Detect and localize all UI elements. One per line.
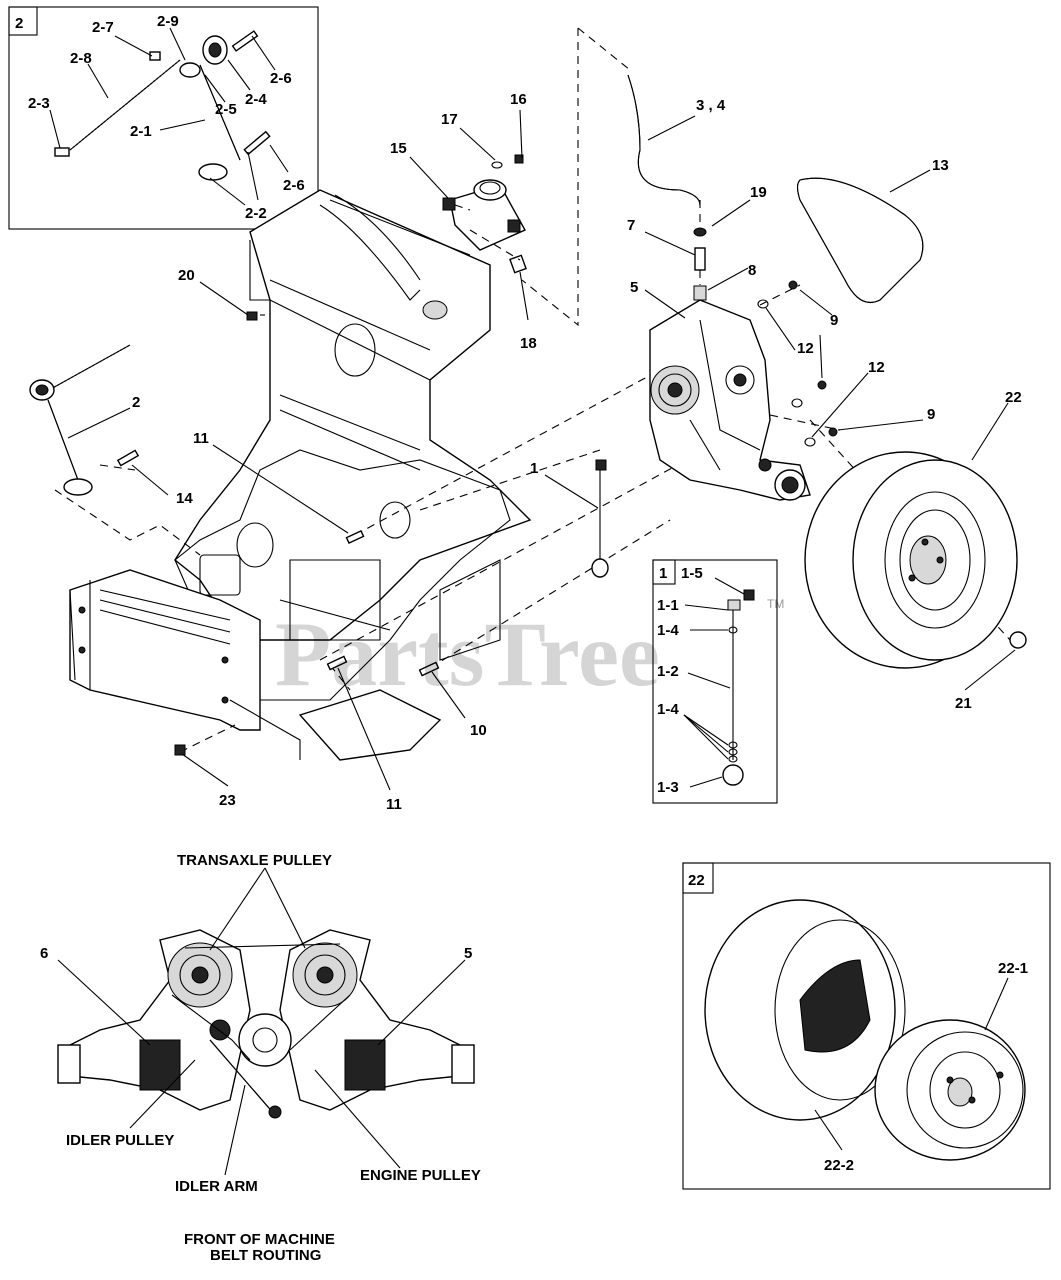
callout-1-4-upper: 1-4: [657, 622, 679, 639]
callout-1: 1: [530, 460, 538, 477]
hose-3-4: [627, 74, 701, 206]
label-engine-pulley: ENGINE PULLEY: [360, 1167, 481, 1184]
belt-13: [796, 177, 924, 304]
callout-2-2: 2-2: [245, 205, 267, 222]
callout-15: 15: [390, 140, 407, 157]
callout-6: 6: [40, 945, 48, 962]
callout-22: 22: [1005, 389, 1022, 406]
fuel-tank-15: [442, 179, 526, 251]
bolts-2-6: [54, 30, 271, 157]
label-idler-pulley: IDLER PULLEY: [66, 1132, 174, 1149]
callout-10: 10: [470, 722, 487, 739]
watermark-tm: TM: [767, 597, 784, 611]
callout-11-upper: 11: [193, 430, 209, 447]
callout-7: 7: [627, 217, 635, 234]
fitting-16-17: [491, 154, 524, 169]
tire-22-2: [704, 899, 906, 1121]
detail-box-22-tag: 22: [688, 872, 705, 889]
nuts-washers-9-12: [757, 280, 838, 447]
callout-22-2: 22-2: [824, 1157, 854, 1174]
callout-23: 23: [219, 792, 236, 809]
callout-1-1: 1-1: [657, 597, 679, 614]
caption-belt-routing: BELT ROUTING: [210, 1247, 321, 1264]
detail-box-1-tag: 1: [659, 565, 667, 582]
detail-box-1: 1 1-5 1-1 1-4 1-2 1-4 1-3: [652, 559, 778, 804]
arm-2-1: [179, 62, 241, 181]
callout-18: 18: [520, 335, 537, 352]
fittings-7-8-19: [693, 227, 707, 301]
callout-17: 17: [441, 111, 458, 128]
detail-box-22: 22 22-1 22-2: [682, 862, 1051, 1190]
detail-box-2: 2: [8, 6, 319, 230]
callout-2-7: 2-7: [92, 19, 114, 36]
lug-nut-21: [1009, 631, 1027, 649]
spring-assembly-2: [29, 344, 140, 496]
spring-2-8: [69, 59, 181, 151]
callout-22-1: 22-1: [998, 960, 1028, 977]
belt-routing-illustration: TRANSAXLE PULLEY 6 5 IDLER PULLEY IDLER …: [40, 852, 481, 1264]
rim-22-1: [874, 1019, 1026, 1161]
callout-20: 20: [178, 267, 195, 284]
dashed-leaders: [54, 27, 1011, 753]
transaxle-5: [649, 299, 811, 501]
fitting-18: [509, 254, 527, 274]
callout-2-5: 2-5: [215, 101, 237, 118]
idler-pulley-2-4: [202, 35, 228, 65]
callout-12-upper: 12: [797, 340, 814, 357]
callout-5: 5: [630, 279, 638, 296]
callout-14: 14: [176, 490, 193, 507]
callout-12-lower: 12: [868, 359, 885, 376]
callout-2-3: 2-3: [28, 95, 50, 112]
callout-1-5: 1-5: [681, 565, 703, 582]
detail-box-2-tag: 2: [15, 15, 23, 32]
label-transaxle-pulley: TRANSAXLE PULLEY: [177, 852, 332, 869]
callout-1-4-lower: 1-4: [657, 701, 679, 718]
tire-22: [804, 451, 1018, 669]
callout-2-6-upper: 2-6: [270, 70, 292, 87]
callout-21: 21: [955, 695, 972, 712]
callout-3-4: 3 , 4: [696, 97, 726, 114]
callout-1-2: 1-2: [657, 663, 679, 680]
callout-5-routing: 5: [464, 945, 472, 962]
callout-2-1: 2-1: [130, 123, 152, 140]
callout-2-9: 2-9: [157, 13, 179, 30]
callout-9-upper: 9: [830, 312, 838, 329]
callout-8: 8: [748, 262, 756, 279]
bolts-misc: [174, 311, 440, 756]
label-idler-arm: IDLER ARM: [175, 1178, 258, 1195]
callout-1-3: 1-3: [657, 779, 679, 796]
main-frame: [69, 189, 532, 761]
control-rod-1: [591, 459, 609, 578]
main-callouts: 16 17 15 3 , 4 19 13 7 8 5 9 12 12 9 22 …: [67, 91, 1022, 813]
caption-front-of-machine: FRONT OF MACHINE: [184, 1231, 335, 1248]
callout-16: 16: [510, 91, 527, 108]
callout-2-6-lower: 2-6: [283, 177, 305, 194]
callout-2-8: 2-8: [70, 50, 92, 67]
callout-2: 2: [132, 394, 140, 411]
callout-11-lower: 11: [386, 796, 402, 813]
callout-13: 13: [932, 157, 949, 174]
callout-19: 19: [750, 184, 767, 201]
watermark: PartsTree: [275, 603, 660, 705]
callout-2-4: 2-4: [245, 91, 267, 108]
callout-9-lower: 9: [927, 406, 935, 423]
